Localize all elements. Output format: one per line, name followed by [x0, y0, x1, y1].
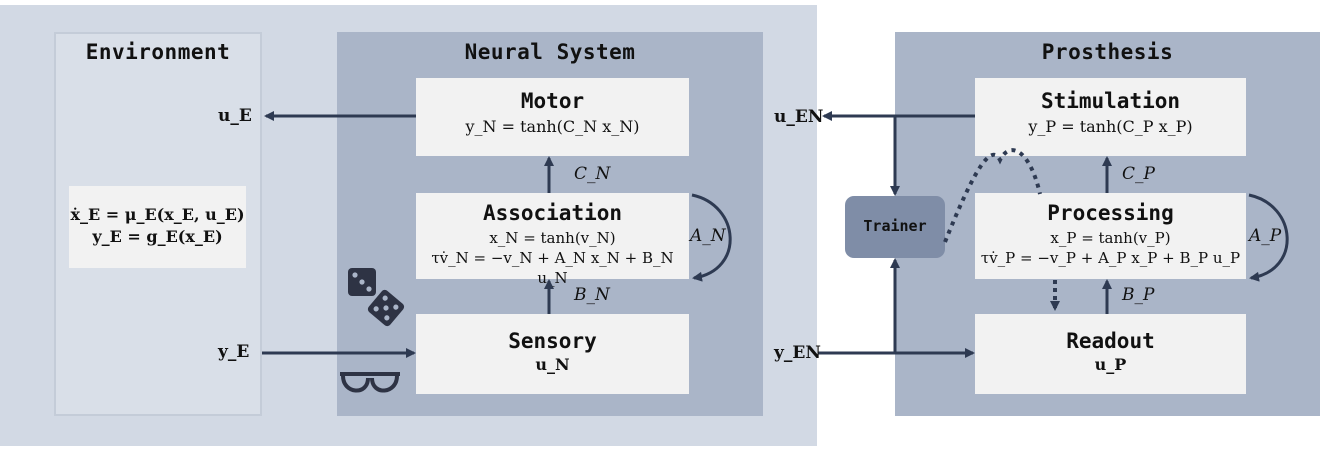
- readout-box: Readout u_P: [975, 314, 1246, 394]
- environment-output-label: u_E: [218, 106, 252, 126]
- prosthesis-a-label: A_P: [1249, 226, 1282, 246]
- processing-recurrent-arrow: [1248, 193, 1289, 282]
- processing-equation-line2: τv̇_P = −v_P + A_P x_P + B_P u_P: [980, 249, 1241, 267]
- prosthesis-title: Prosthesis: [1041, 40, 1174, 64]
- prosthesis-c-label: C_P: [1122, 164, 1155, 184]
- readout-title: Readout: [1066, 329, 1155, 353]
- trainer-label: Trainer: [863, 217, 927, 235]
- glasses-icon: [340, 372, 400, 393]
- neural-c-label: C_N: [574, 164, 611, 184]
- stimulation-box: Stimulation y_P = tanh(C_P x_P): [975, 78, 1246, 156]
- association-equation-line1: x_N = tanh(v_N): [489, 229, 616, 247]
- stimulation-title: Stimulation: [1040, 89, 1181, 113]
- neural-a-label: A_N: [690, 226, 726, 246]
- environment-input-label: y_E: [218, 342, 250, 362]
- sensory-title: Sensory: [508, 329, 597, 353]
- sensory-equation: u_N: [535, 355, 570, 374]
- prosthesis-b-label: B_P: [1122, 285, 1155, 305]
- environment-equation-line2: y_E = g_E(x_E): [92, 227, 223, 246]
- neural-b-label: B_N: [574, 285, 610, 305]
- environment-title: Environment: [85, 40, 231, 64]
- trainer-box: Trainer: [845, 196, 945, 258]
- association-recurrent-arrow: [691, 193, 732, 282]
- association-box: Association x_N = tanh(v_N) τv̇_N = −v_N…: [416, 193, 689, 287]
- interface-input-label: y_EN: [774, 343, 821, 363]
- sensory-box: Sensory u_N: [416, 314, 689, 394]
- association-title: Association: [482, 201, 623, 225]
- processing-box: Processing x_P = tanh(v_P) τv̇_P = −v_P …: [975, 193, 1246, 279]
- dice-icon: [348, 268, 405, 327]
- processing-equation-line1: x_P = tanh(v_P): [1050, 229, 1171, 247]
- readout-equation: u_P: [1094, 355, 1127, 374]
- environment-equation-box: ẋ_E = μ_E(x_E, u_E) y_E = g_E(x_E): [69, 186, 246, 268]
- interface-output-label: u_EN: [774, 107, 824, 127]
- stimulation-equation: y_P = tanh(C_P x_P): [1028, 117, 1193, 136]
- neural-system-title: Neural System: [464, 40, 636, 64]
- trainer-update-dotted-curve: [943, 148, 1042, 243]
- motor-title: Motor: [520, 89, 585, 113]
- motor-box: Motor y_N = tanh(C_N x_N): [416, 78, 689, 156]
- motor-equation: y_N = tanh(C_N x_N): [465, 117, 640, 136]
- processing-title: Processing: [1047, 201, 1174, 225]
- environment-equation-line1: ẋ_E = μ_E(x_E, u_E): [70, 205, 245, 224]
